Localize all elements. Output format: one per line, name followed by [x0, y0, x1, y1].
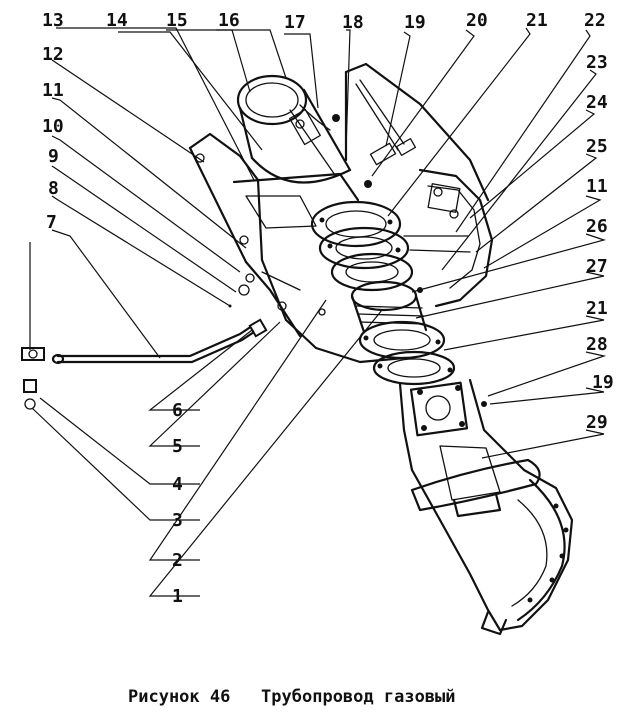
callout-7: 7	[46, 212, 57, 233]
callout-8: 8	[48, 178, 59, 199]
callout-23: 23	[586, 52, 608, 73]
heat-shield-casing	[188, 132, 406, 364]
callout-28: 28	[586, 334, 608, 355]
callout-19-top: 19	[404, 12, 426, 33]
inlet-pipe	[236, 74, 352, 184]
fastener-hardware	[21, 273, 268, 410]
callout-14: 14	[106, 10, 128, 31]
callout-26: 26	[586, 216, 608, 237]
callout-21-top: 21	[526, 10, 548, 31]
callout-9: 9	[48, 146, 59, 167]
callout-2: 2	[172, 550, 183, 571]
flange-stack	[310, 200, 456, 386]
callout-12: 12	[42, 44, 64, 65]
callout-21-right: 21	[586, 298, 608, 319]
callout-19-right: 19	[592, 372, 614, 393]
callout-10: 10	[42, 116, 64, 137]
callout-22: 22	[584, 10, 606, 31]
callout-17: 17	[284, 12, 306, 33]
callout-1: 1	[172, 586, 183, 607]
callout-6: 6	[172, 400, 183, 421]
callout-11-top: 11	[42, 80, 64, 101]
callout-15: 15	[166, 10, 188, 31]
callout-18: 18	[342, 12, 364, 33]
callout-4: 4	[172, 474, 183, 495]
callout-numbers: 13 12 11 10 9 8 7 14 15 16 17 18 19 20 2…	[42, 10, 614, 607]
callout-25: 25	[586, 136, 608, 157]
right-shield	[403, 168, 494, 308]
callout-16: 16	[218, 10, 240, 31]
callout-29: 29	[586, 412, 608, 433]
pipeline-assembly	[21, 62, 574, 636]
callout-3: 3	[172, 510, 183, 531]
outlet-branch	[398, 378, 574, 636]
callout-13: 13	[42, 10, 64, 31]
callout-27: 27	[586, 256, 608, 277]
leader-lines	[29, 27, 607, 597]
callout-5: 5	[172, 436, 183, 457]
callout-24: 24	[586, 92, 608, 113]
figure-caption: Рисунок 46 Трубопровод газовый	[128, 687, 456, 707]
callout-20: 20	[466, 10, 488, 31]
callout-11-right: 11	[586, 176, 608, 197]
